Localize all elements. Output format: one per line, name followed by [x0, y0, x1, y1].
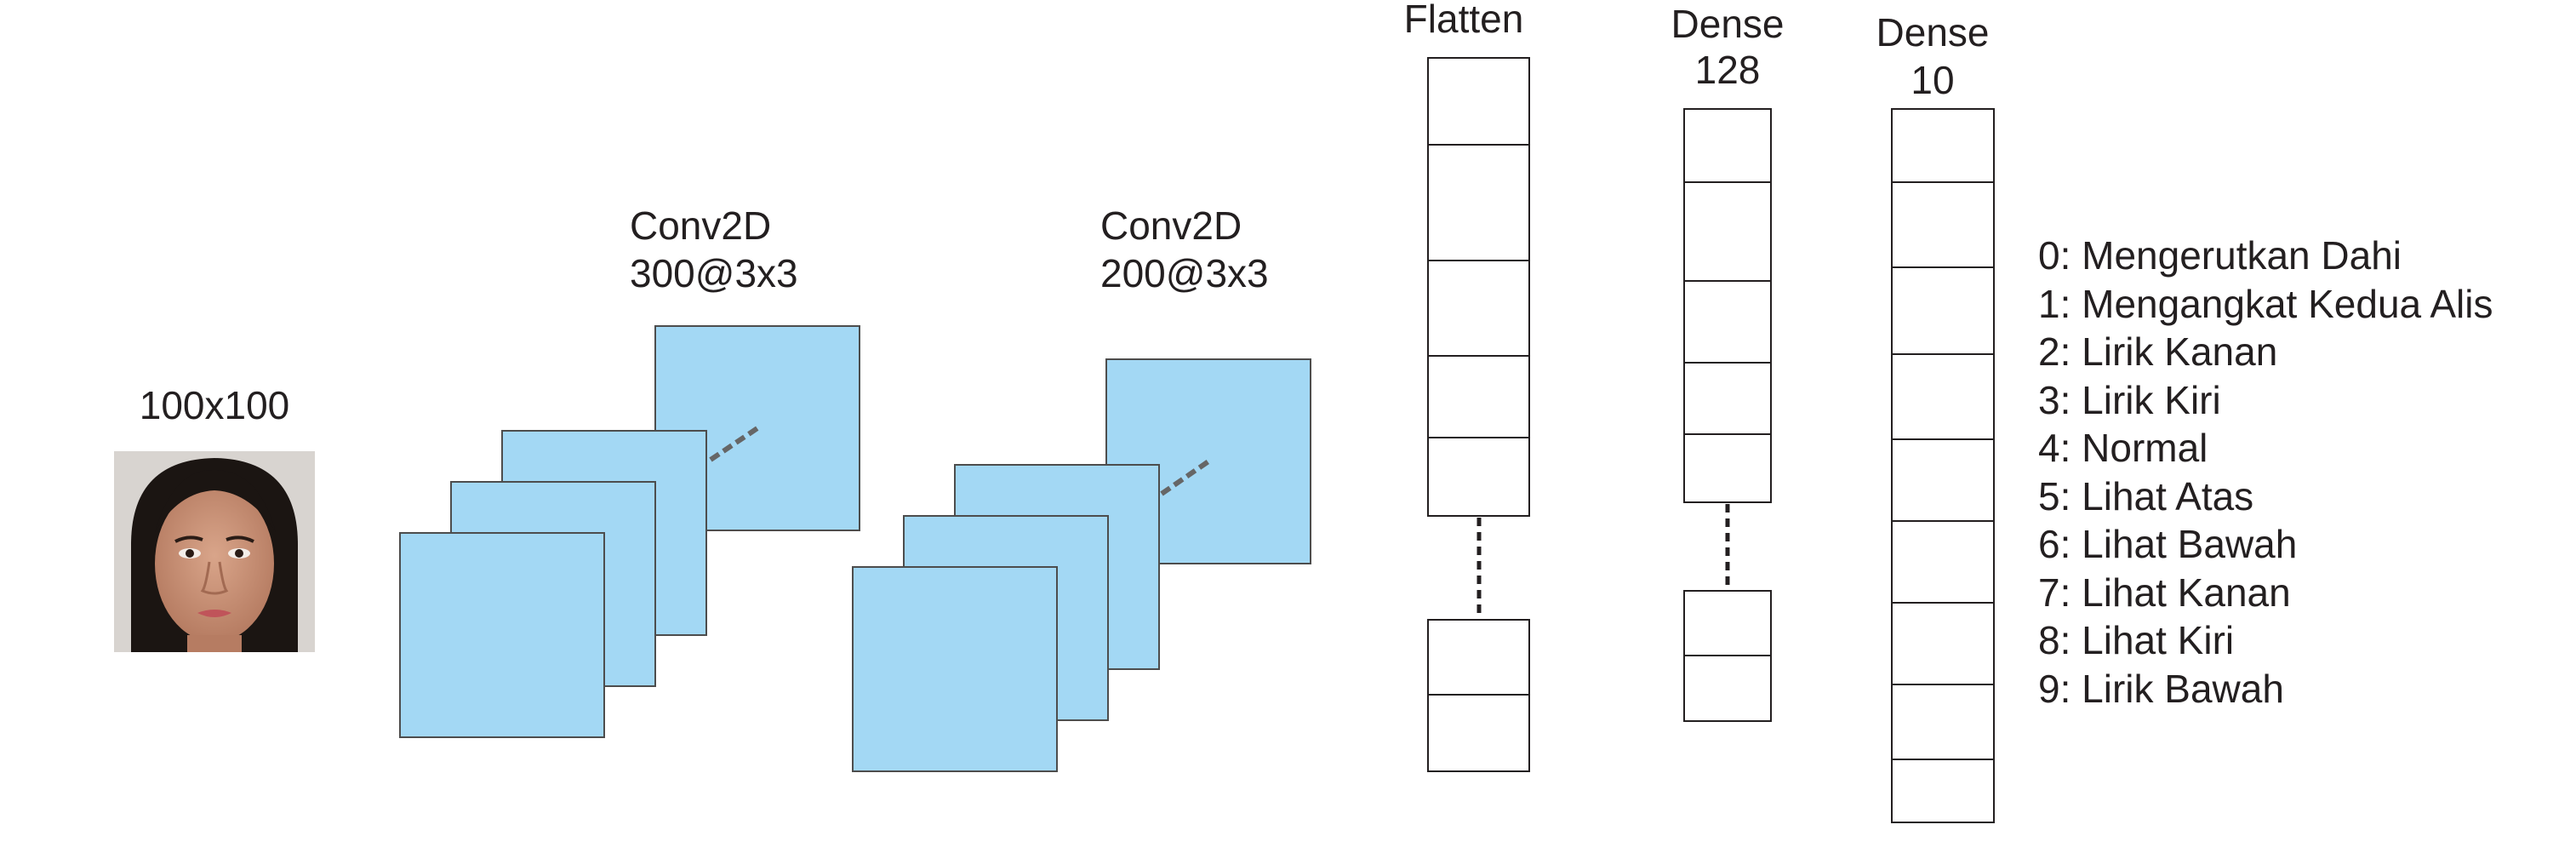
- output-neuron: [1891, 438, 1995, 522]
- dense2-title: Dense: [1876, 10, 1990, 54]
- neuron-box: [1427, 260, 1530, 357]
- feature-map: [852, 566, 1058, 772]
- neuron-box: [1427, 694, 1530, 772]
- continuation-dash: [709, 426, 759, 462]
- output-neuron: [1891, 602, 1995, 685]
- output-neuron: [1891, 520, 1995, 604]
- neuron-box: [1683, 362, 1772, 435]
- conv2-title: Conv2D: [1100, 203, 1242, 248]
- dense2-units: 10: [1911, 58, 1955, 102]
- neuron-box: [1427, 57, 1530, 146]
- flatten-title: Flatten: [1403, 0, 1524, 41]
- class-label-6: 6: Lihat Bawah: [2038, 522, 2298, 566]
- conv1-feature-maps: [399, 325, 860, 738]
- flatten-layer: [1427, 57, 1530, 772]
- output-neuron: [1891, 181, 1995, 268]
- class-label-7: 7: Lihat Kanan: [2038, 570, 2291, 615]
- class-legend: 0: Mengerutkan Dahi 1: Mengangkat Kedua …: [2038, 232, 2493, 713]
- output-neuron: [1891, 266, 1995, 355]
- class-label-4: 4: Normal: [2038, 426, 2208, 470]
- neuron-box: [1427, 437, 1530, 517]
- output-neuron: [1891, 684, 1995, 760]
- continuation-dash: [1160, 459, 1210, 496]
- class-label-3: 3: Lirik Kiri: [2038, 377, 2221, 422]
- dense2-layer: [1891, 108, 1995, 823]
- neuron-box: [1683, 108, 1772, 183]
- neuron-box: [1683, 590, 1772, 656]
- dense1-layer: [1683, 108, 1772, 722]
- class-label-8: 8: Lihat Kiri: [2038, 618, 2235, 662]
- neuron-box: [1683, 181, 1772, 282]
- output-neuron: [1891, 759, 1995, 823]
- dense1-units: 128: [1694, 48, 1761, 92]
- conv2-feature-maps: [852, 358, 1311, 772]
- input-size-label: 100x100: [139, 383, 290, 427]
- dense1-title: Dense: [1671, 2, 1785, 46]
- neuron-box: [1683, 655, 1772, 722]
- output-neuron: [1891, 353, 1995, 440]
- class-label-9: 9: Lirik Bawah: [2038, 666, 2284, 711]
- face-photo-icon: [114, 451, 315, 652]
- class-label-2: 2: Lirik Kanan: [2038, 329, 2278, 374]
- conv1-title: Conv2D: [630, 203, 772, 248]
- output-neuron: [1891, 108, 1995, 183]
- conv1-spec: 300@3x3: [630, 251, 798, 295]
- neuron-box: [1683, 433, 1772, 503]
- neuron-box: [1683, 280, 1772, 364]
- class-label-1: 1: Mengangkat Kedua Alis: [2038, 281, 2493, 326]
- neuron-box: [1427, 619, 1530, 696]
- neuron-box: [1427, 144, 1530, 261]
- conv2-spec: 200@3x3: [1100, 251, 1269, 295]
- class-label-5: 5: Lihat Atas: [2038, 473, 2254, 518]
- class-label-0: 0: Mengerutkan Dahi: [2038, 233, 2402, 278]
- feature-map: [399, 532, 605, 738]
- neuron-box: [1427, 355, 1530, 438]
